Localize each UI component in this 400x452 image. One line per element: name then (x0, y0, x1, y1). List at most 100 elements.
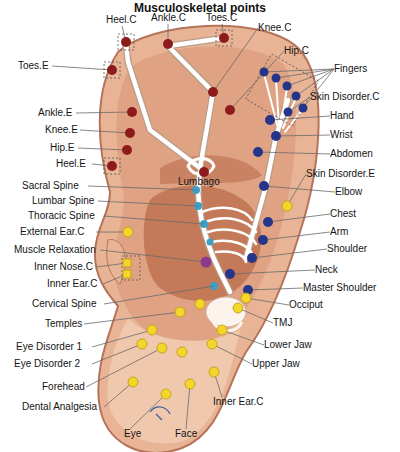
point-label: Hip.C (284, 45, 309, 57)
leader-line (104, 216, 204, 224)
leader-line (276, 135, 330, 136)
point-dot (225, 269, 235, 279)
point-label: Hand (330, 110, 354, 122)
point-dot (247, 253, 257, 263)
leader-line (287, 174, 306, 206)
point-label: Lumbar Spine (32, 195, 94, 207)
point-label: Inner Ear.C (213, 396, 264, 408)
point-label: Heel.E (56, 158, 86, 170)
point-dot (209, 367, 219, 377)
point-label: Skin Disorder.E (306, 168, 375, 180)
point-dot (299, 104, 308, 113)
blue-points (225, 68, 308, 296)
dashed-brackets (104, 30, 318, 280)
point-dot (137, 339, 147, 349)
point-dot (263, 217, 273, 227)
point-label: Sacral Spine (22, 180, 79, 192)
leader-line (270, 116, 330, 120)
leader-line (276, 69, 334, 78)
bone-shadow (126, 44, 200, 168)
point-dot (157, 343, 167, 353)
point-dot (175, 307, 185, 317)
point-bracket (104, 158, 120, 174)
leader-line (100, 250, 206, 262)
point-label: Heel.C (106, 14, 137, 26)
point-label: Skin Disorder.C (310, 91, 379, 103)
point-label: Hip.E (50, 142, 74, 154)
leader-line (186, 384, 190, 429)
point-dot (127, 107, 137, 117)
point-label: Wrist (330, 129, 353, 141)
leader-line (222, 330, 264, 345)
point-dot (195, 299, 205, 309)
leader-line (212, 344, 252, 364)
point-label: TMJ (273, 317, 292, 329)
point-label: Face (175, 428, 197, 440)
point-dot (107, 65, 117, 75)
leader-line (230, 270, 315, 274)
point-label: Toes.C (206, 12, 237, 24)
point-dot (207, 339, 217, 349)
point-dot (125, 128, 135, 138)
leader-line (98, 201, 198, 206)
point-bracket (246, 54, 319, 126)
leader-line (268, 214, 330, 222)
lobe-sketch (150, 407, 170, 420)
point-label: Arm (330, 226, 348, 238)
point-dot (208, 87, 218, 97)
point-square (123, 270, 131, 278)
point-label: Inner Ear.C (47, 278, 98, 290)
leader-line (80, 130, 130, 133)
point-dot (201, 257, 212, 268)
leader-line (92, 344, 142, 364)
point-dot (199, 167, 209, 177)
point-label: Knee.E (45, 124, 78, 136)
spine-segment (207, 239, 214, 246)
leader-line (52, 66, 112, 70)
point-label: Occiput (289, 299, 323, 311)
point-label: Temples (45, 318, 82, 330)
point-dot (271, 131, 281, 141)
leader-line (263, 232, 330, 240)
point-label: Eye Disorder 1 (16, 341, 82, 353)
point-dot (260, 68, 269, 77)
diagram-title: Musculoskeletal points (0, 1, 400, 15)
leader-line (238, 308, 273, 323)
point-dot (128, 377, 138, 387)
leader-line (258, 152, 330, 154)
leader-line (76, 112, 132, 113)
point-bracket (216, 30, 232, 46)
point-label: Lumbago (178, 176, 220, 188)
leader-line (264, 186, 335, 192)
point-dot (272, 74, 281, 83)
yellow-points (123, 201, 292, 399)
point-dot (258, 235, 268, 245)
point-bracket (122, 256, 140, 280)
point-dot (253, 147, 263, 157)
leader-line (104, 382, 133, 407)
point-dot (282, 201, 292, 211)
leader-lines (52, 24, 335, 429)
ear-outline (95, 26, 319, 452)
point-label: Muscle Relaxation (14, 244, 96, 256)
leader-line (130, 394, 166, 429)
point-dot (107, 161, 117, 171)
leg-bone (126, 44, 200, 168)
point-label: Master Shoulder (303, 282, 376, 294)
point-label: Eye (124, 428, 141, 440)
point-dot (225, 105, 235, 115)
point-label: Thoracic Spine (28, 210, 95, 222)
point-label: Inner Nose.C (34, 261, 93, 273)
point-label: Abdomen (330, 148, 373, 160)
point-dot (121, 37, 131, 47)
leader-line (230, 51, 284, 110)
leader-line (78, 148, 127, 150)
leader-line (248, 288, 303, 290)
point-label: Ankle.C (151, 12, 186, 24)
point-label: Toes.E (18, 60, 49, 72)
point-dot (233, 303, 243, 313)
point-square (123, 259, 131, 267)
point-dot (292, 92, 301, 101)
point-label: Elbow (335, 186, 362, 198)
